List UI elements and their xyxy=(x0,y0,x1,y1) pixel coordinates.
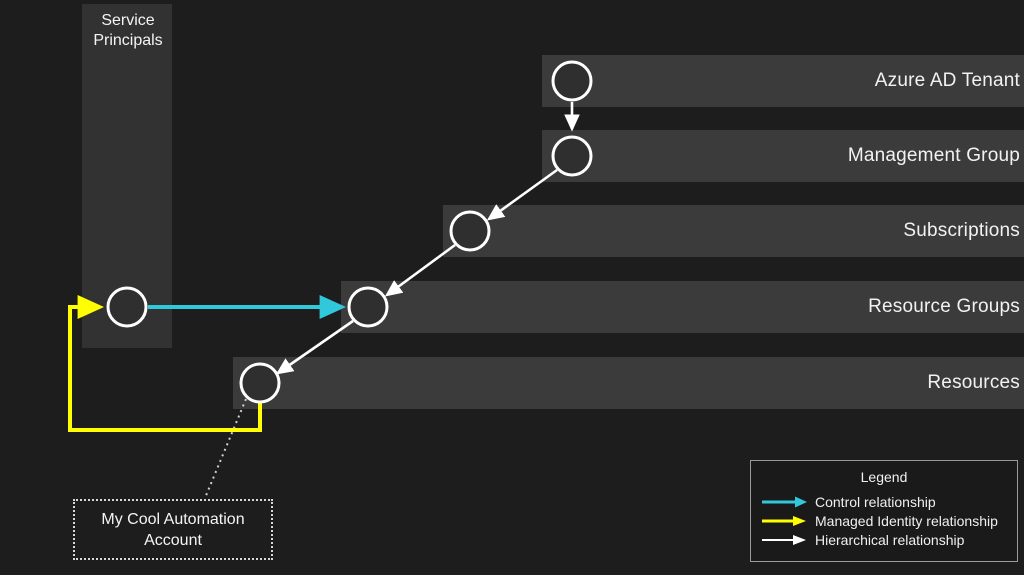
edge-subscription-to-resource-group xyxy=(384,243,456,297)
automation-account-box[interactable]: My Cool Automation Account xyxy=(73,499,273,560)
edge-managed-identity xyxy=(68,295,262,432)
service-principals-title-line1: Service xyxy=(101,12,155,29)
legend-row-hierarchical: Hierarchical relationship xyxy=(761,531,1017,549)
legend-label-hierarchical: Hierarchical relationship xyxy=(815,532,965,548)
row-label-management-group: Management Group xyxy=(847,145,1020,166)
row-band-resources xyxy=(233,357,1024,409)
row-label-resource-groups: Resource Groups xyxy=(868,296,1020,317)
row-label-resources: Resources xyxy=(927,372,1020,393)
row-label-azure-ad-tenant: Azure AD Tenant xyxy=(874,70,1020,91)
node-management-group[interactable] xyxy=(551,135,593,177)
legend-label-control: Control relationship xyxy=(815,494,936,510)
legend-row-managed-identity: Managed Identity relationship xyxy=(761,512,1017,530)
row-label-subscriptions: Subscriptions xyxy=(903,220,1020,241)
edge-management-group-to-subscription xyxy=(486,168,558,221)
node-subscription[interactable] xyxy=(449,210,491,252)
edge-resource-group-to-resource xyxy=(275,319,354,375)
legend: Legend Control relationship Managed Iden… xyxy=(750,460,1018,562)
control-arrow-icon xyxy=(762,496,807,508)
automation-account-label-line1: My Cool Automation xyxy=(101,510,245,528)
legend-title: Legend xyxy=(860,469,908,485)
node-resource-group[interactable] xyxy=(347,286,389,328)
legend-label-managed-identity: Managed Identity relationship xyxy=(815,513,998,529)
service-principals-title: Service Principals xyxy=(82,11,174,51)
node-azure-ad-tenant[interactable] xyxy=(551,60,593,102)
row-band-azure-ad-tenant xyxy=(542,55,1024,107)
row-band-subscriptions xyxy=(443,205,1024,257)
graph-nodes xyxy=(106,60,593,404)
row-band-resource-groups xyxy=(341,281,1024,333)
node-service-principal[interactable] xyxy=(106,286,148,328)
row-band-management-group xyxy=(542,130,1024,182)
legend-rows: Control relationship Managed Identity re… xyxy=(751,493,1017,549)
service-principals-title-line2: Principals xyxy=(93,32,163,49)
row-bands xyxy=(233,55,1024,409)
hierarchical-arrow-icon xyxy=(762,535,806,545)
legend-row-control: Control relationship xyxy=(761,493,1017,511)
node-resource[interactable] xyxy=(239,362,281,404)
automation-account-label-line2: Account xyxy=(144,531,202,549)
callout-line-automation-account xyxy=(204,398,247,499)
managed-identity-arrow-icon xyxy=(762,516,806,526)
